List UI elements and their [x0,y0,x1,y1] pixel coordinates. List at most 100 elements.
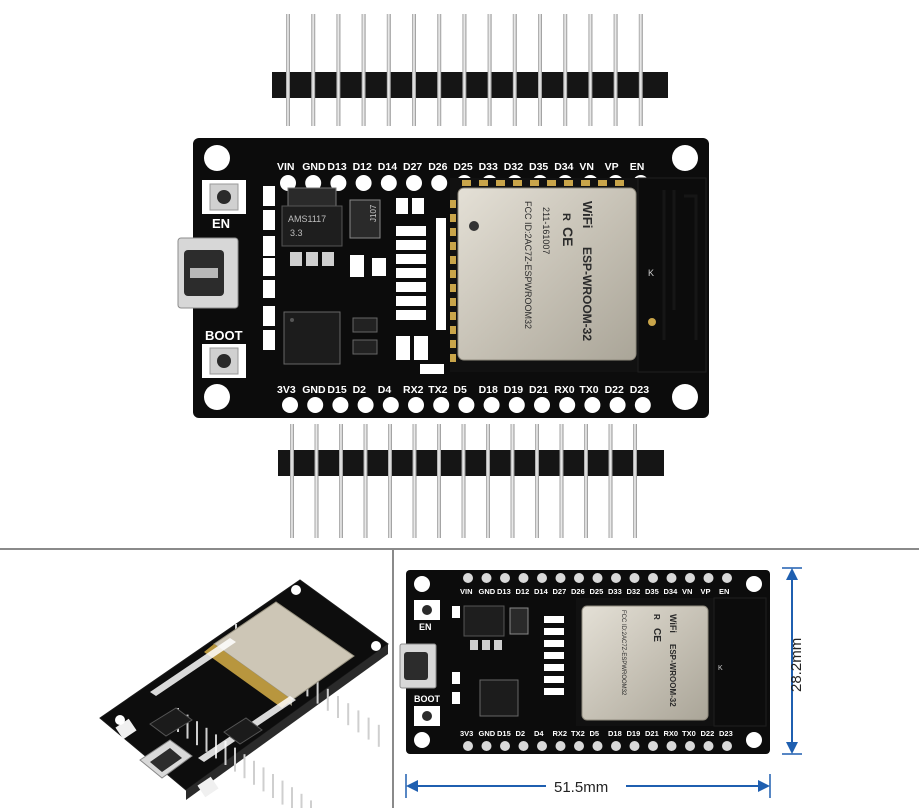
module-pad [450,200,456,208]
header-pin [311,14,316,126]
pin-label: D15 [327,384,346,396]
pin-label: D22 [605,384,624,396]
pin-hole [483,397,500,413]
header-pin [290,424,294,538]
pin-hole [406,175,422,191]
pin-hole [666,573,677,583]
module-code: 211-161007 [541,207,551,254]
module-pad [450,340,456,348]
module-pad [450,214,456,222]
header-pin [336,14,341,126]
header-pin [412,14,416,126]
pin-hole [537,573,547,583]
small-k-mark: K [718,665,723,672]
micro-usb-port [177,237,239,309]
pin-label: GND [479,587,496,596]
header-pin [314,424,319,538]
module-pad [450,270,456,278]
pin-label: D19 [504,384,523,396]
pin-hole [685,573,695,583]
voltage-regulator: AMS1117 3.3 [281,187,343,266]
pin-hole [463,741,473,751]
mounting-holes [204,145,698,410]
header-pin [361,14,366,126]
pin-hole [534,397,550,413]
pin-label: VN [579,161,594,173]
pin-label: EN [630,161,645,173]
small-wifi-logo: WiFi [668,614,678,633]
smd-components [263,186,446,374]
small-en-label: EN [419,622,432,632]
module-name: ESP-WROOM-32 [580,247,594,341]
pin-label: D19 [627,729,641,738]
pin-label: VIN [460,587,473,596]
pin-hole [555,573,566,583]
pin-hole [380,175,397,191]
pin-label: 3V3 [460,729,473,738]
pin-hole [629,573,640,583]
angled-view-panel [0,552,392,808]
usb-uart-chip [283,311,341,365]
pin-label: VN [682,587,692,596]
regulator-text-2: 3.3 [290,228,303,238]
header-pin [388,424,392,538]
pin-hole [574,741,584,751]
pin-hole [307,397,324,413]
pin-label: D26 [428,161,447,173]
pin-hole [458,397,475,413]
module-pad [564,180,573,186]
pin-hole [609,397,626,413]
pin-label: D4 [534,729,544,738]
regulator-text-1: AMS1117 [288,214,326,224]
module-pad [530,180,539,186]
pin-label: D35 [645,587,659,596]
pin-hole [722,741,732,751]
pin-hole [330,175,347,191]
pin-hole [555,741,566,751]
pin-label: D14 [534,587,549,596]
bottom-header-pins [290,424,637,538]
pin-label: D25 [590,587,604,596]
transistors [352,317,378,355]
boot-button[interactable] [202,344,246,378]
pin-label: VIN [277,161,295,173]
pin-label: D33 [608,587,622,596]
pin-hole [332,397,349,413]
pin-label: D34 [554,161,573,173]
pin-hole [648,573,658,583]
module-pad [450,284,456,292]
pin-label: D5 [453,384,467,396]
small-module-fcc: FCC ID:2AC7Z-ESPWROOM32 [620,610,626,696]
pin-label: D13 [327,161,346,173]
module-pad [450,242,456,250]
pin-label: D23 [630,384,649,396]
pin-label: RX2 [403,384,424,396]
pin-label: D15 [497,729,511,738]
header-pin [535,424,539,538]
header-pin [486,424,490,538]
pin-label: TX0 [579,384,598,396]
pin-hole [508,397,525,413]
header-pin [538,14,542,126]
pin-label: D14 [378,161,397,173]
module-pad [598,180,607,186]
pin-label: D33 [479,161,498,173]
pin-label: D12 [353,161,372,173]
pin-hole [500,741,510,751]
pin-hole [584,397,601,413]
en-button[interactable] [202,180,246,214]
pin-label: D21 [529,384,548,396]
ce-mark: CE [560,227,576,246]
pin-label: D26 [571,587,585,596]
pin-label: RX0 [664,729,679,738]
header-plastic [272,72,668,98]
header-pin [437,424,441,538]
height-dimension [782,567,802,755]
header-pin [386,14,391,126]
vertical-divider [392,550,394,808]
board-angled-view [99,579,389,808]
mounting-hole [204,384,230,410]
